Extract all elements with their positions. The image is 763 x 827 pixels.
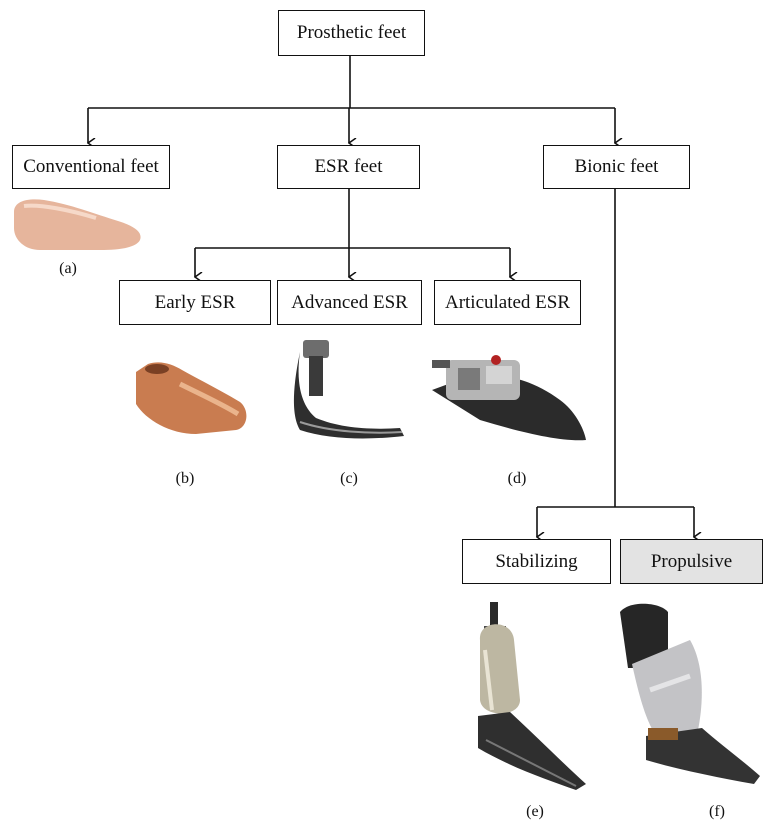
node-early-esr: Early ESR [119, 280, 271, 325]
root-node-prosthetic-feet: Prosthetic feet [278, 10, 425, 56]
node-stabilizing: Stabilizing [462, 539, 611, 584]
node-conventional-feet: Conventional feet [12, 145, 170, 189]
node-advanced-esr: Advanced ESR [277, 280, 422, 325]
caption-b: (b) [175, 470, 195, 487]
caption-e: (e) [526, 803, 544, 820]
advanced-esr-foot-photo [293, 340, 404, 439]
node-articulated-esr: Articulated ESR [434, 280, 581, 325]
caption-d: (d) [507, 470, 527, 487]
node-bionic-feet: Bionic feet [543, 145, 690, 189]
node-esr-feet: ESR feet [277, 145, 420, 189]
stabilizing-bionic-foot-photo [478, 602, 586, 790]
propulsive-bionic-foot-photo [620, 603, 760, 784]
articulated-esr-foot-photo [432, 355, 586, 441]
caption-a: (a) [59, 260, 77, 277]
conventional-foot-photo [14, 199, 141, 250]
caption-c: (c) [340, 470, 358, 487]
early-esr-foot-photo [136, 362, 247, 434]
node-propulsive: Propulsive [620, 539, 763, 584]
caption-f: (f) [709, 803, 725, 820]
